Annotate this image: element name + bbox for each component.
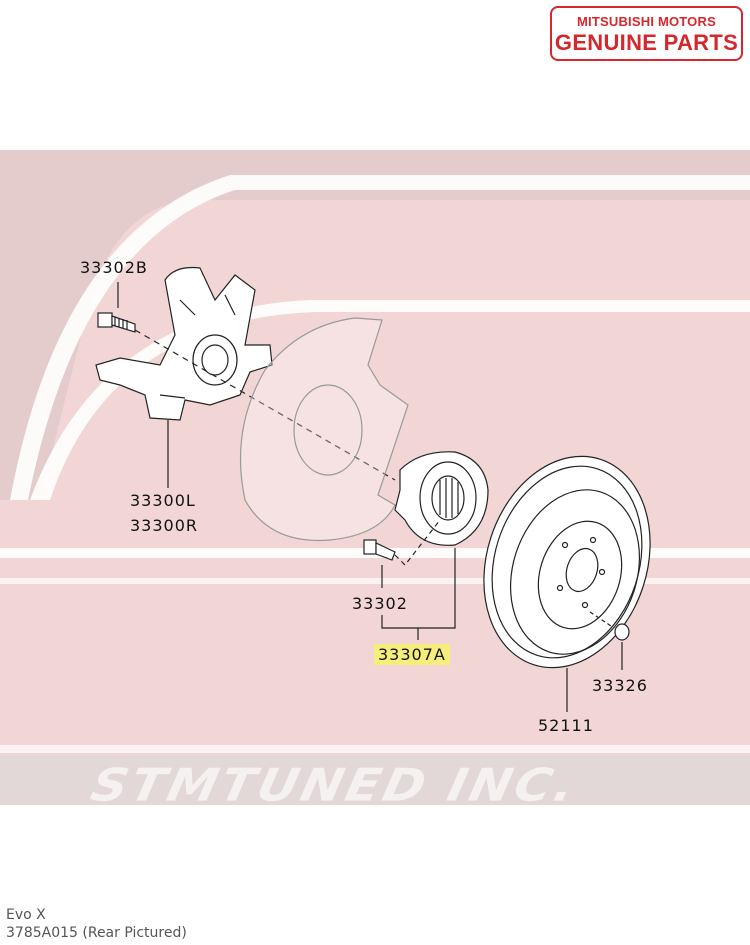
label-bolt-top: 33302B — [80, 258, 148, 277]
rotor-part — [483, 455, 651, 669]
footer-model: Evo X — [6, 907, 46, 923]
dust-shield-part — [239, 317, 409, 542]
background-bottom-band — [0, 755, 750, 805]
watermark-text: STMTUNED INC. — [86, 758, 583, 812]
genuine-parts-badge: MITSUBISHI MOTORS GENUINE PARTS — [550, 6, 743, 61]
rotor-screw-part — [589, 611, 630, 641]
highlighted-part-number: 33307A — [374, 644, 450, 665]
footer-part-note: 3785A015 (Rear Pictured) — [6, 925, 187, 941]
label-knuckle-left: 33300L — [130, 491, 196, 510]
hub-bolt-guide — [394, 519, 441, 566]
hub-part — [394, 451, 489, 546]
label-rotor: 52111 — [538, 716, 594, 735]
background-stripe — [0, 578, 750, 584]
leader-hub-bracket — [381, 548, 456, 640]
hub-bolt-part — [363, 539, 396, 561]
knuckle-part — [95, 266, 273, 421]
background-stripe — [0, 745, 750, 753]
label-rotor-screw: 33326 — [592, 676, 648, 695]
badge-line-2: GENUINE PARTS — [554, 30, 739, 55]
label-hub-bolt: 33302 — [352, 594, 408, 613]
badge-line-1: MITSUBISHI MOTORS — [577, 14, 716, 29]
label-hub-assembly: 33307A — [374, 644, 450, 665]
label-knuckle-right: 33300R — [130, 516, 199, 535]
bolt-part — [97, 312, 136, 333]
